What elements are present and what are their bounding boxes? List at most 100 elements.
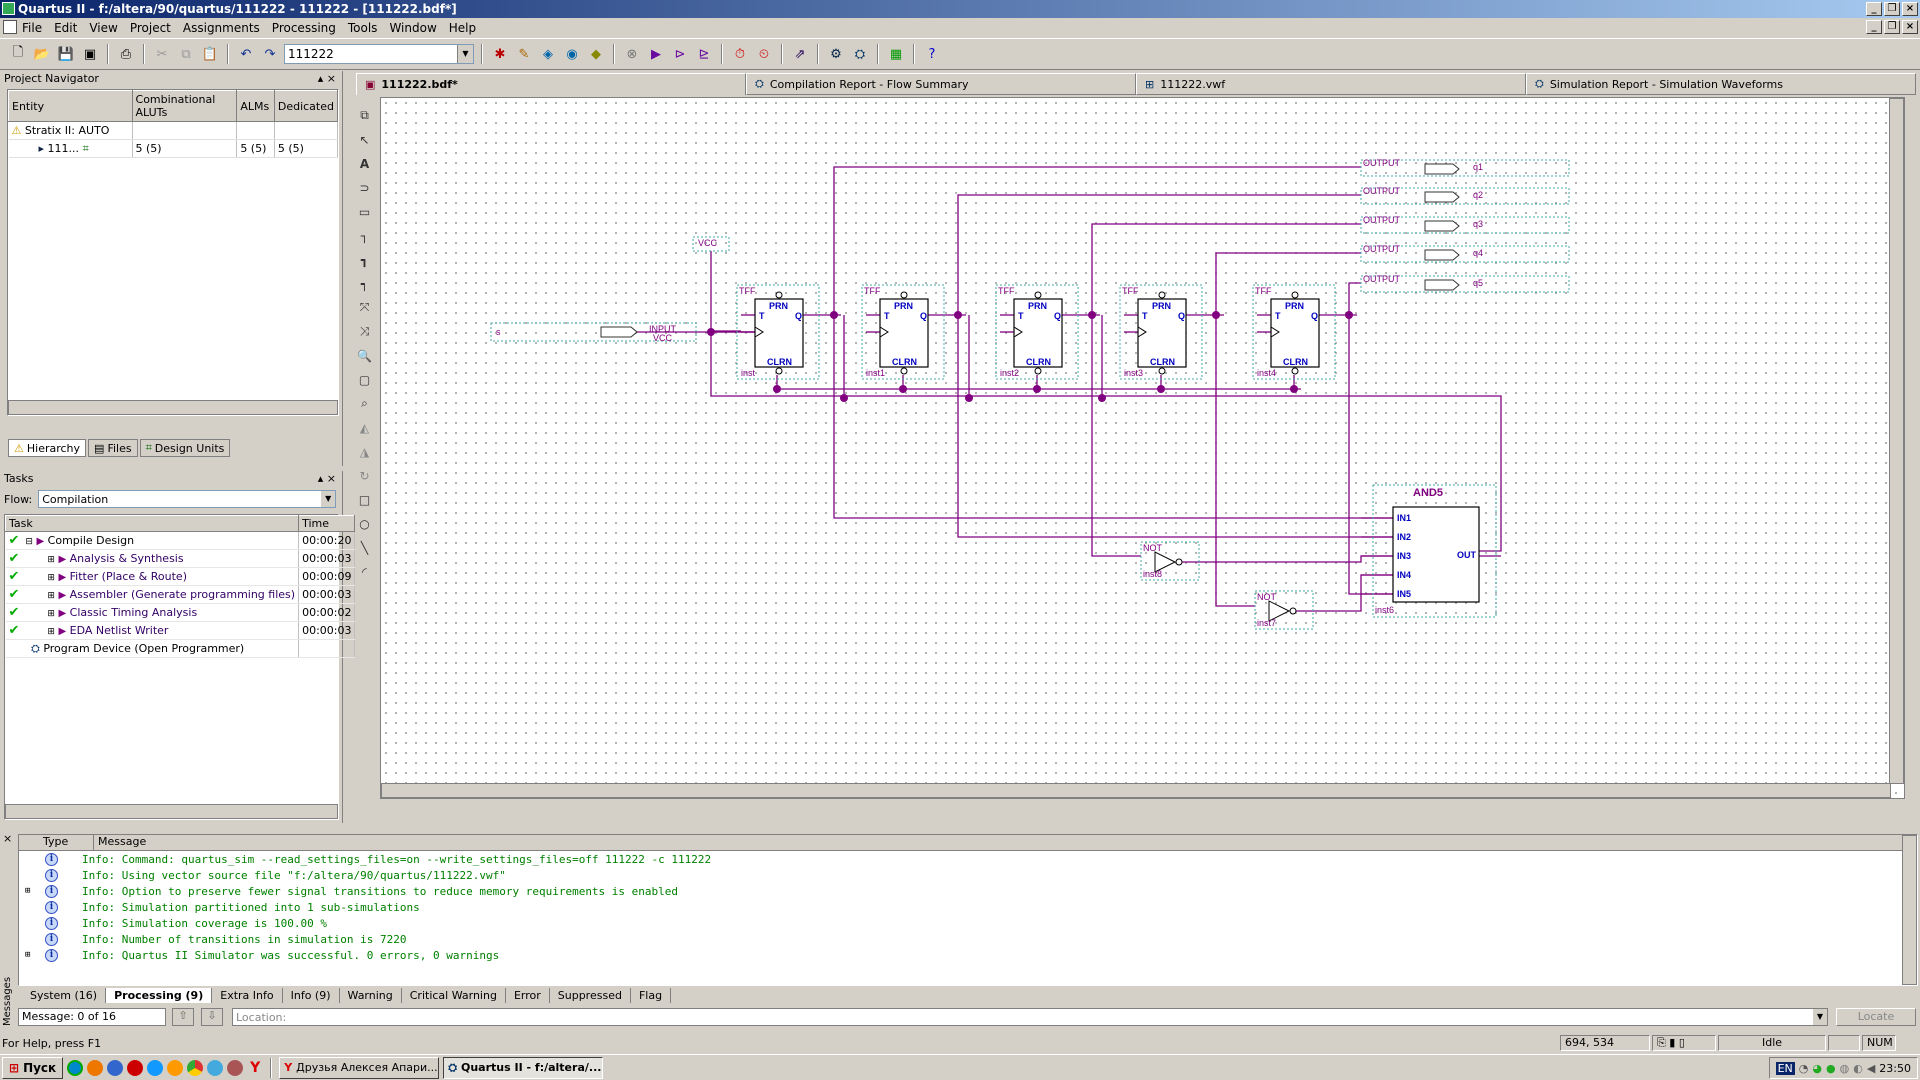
detach-window-icon[interactable]: ⧉ — [360, 108, 369, 122]
menu-processing[interactable]: Processing — [271, 20, 336, 35]
start-button[interactable]: ⊞Пуск — [2, 1056, 64, 1079]
symbol-tool-icon[interactable]: ⊃ — [359, 180, 370, 195]
antivirus-icon[interactable]: ● — [1826, 1061, 1836, 1075]
firefox-icon[interactable] — [87, 1059, 104, 1076]
skype-icon[interactable] — [67, 1059, 84, 1076]
task-row[interactable]: ✔⊞ ▶ Assembler (Generate programming fil… — [5, 585, 356, 604]
tff-block[interactable] — [995, 284, 1079, 380]
output-pin[interactable] — [1360, 216, 1570, 234]
tff-block[interactable] — [736, 284, 820, 380]
restore-button[interactable]: ❐ — [1884, 2, 1900, 16]
col-entity[interactable]: Entity — [8, 90, 133, 122]
timequest-icon[interactable]: ⏲ — [758, 46, 770, 62]
programmer-icon[interactable]: ⛭ — [854, 46, 866, 62]
media-player-icon[interactable] — [167, 1059, 184, 1076]
doc-minimize-button[interactable]: _ — [1866, 20, 1882, 34]
message-tab[interactable]: Flag — [631, 988, 672, 1003]
location-field[interactable]: Location: ▼ — [232, 1008, 1828, 1026]
hierarchy-tree[interactable]: Entity Combinational ALUTs ALMs Dedicate… — [7, 89, 339, 416]
vcc-symbol[interactable] — [692, 236, 730, 252]
col-message[interactable]: Message — [98, 835, 147, 848]
flow-select[interactable]: Compilation ▼ — [38, 490, 337, 508]
tff-block[interactable] — [1119, 284, 1203, 380]
menu-assignments[interactable]: Assignments — [182, 20, 260, 35]
rectangle-tool-icon[interactable]: □ — [358, 492, 371, 507]
compilation-report-icon[interactable]: ⚙ — [830, 46, 842, 62]
save-icon[interactable]: 💾 — [57, 46, 75, 62]
browser-icon[interactable] — [107, 1059, 124, 1076]
input-pin[interactable] — [490, 322, 697, 342]
message-tab[interactable]: Suppressed — [550, 988, 631, 1003]
horizontal-scrollbar[interactable] — [381, 783, 1891, 798]
menu-view[interactable]: View — [89, 20, 118, 35]
output-pin[interactable] — [1360, 245, 1570, 263]
menu-window[interactable]: Window — [389, 20, 437, 35]
tray-icon[interactable]: ◐ — [1853, 1061, 1863, 1075]
taskbar-quartus-window[interactable]: ⛭Quartus II - f:/altera/... — [443, 1056, 604, 1079]
stop-icon[interactable]: ⊗ — [626, 46, 638, 62]
output-pin[interactable] — [1360, 187, 1570, 205]
selection-tool-icon[interactable]: ↖ — [359, 132, 370, 147]
opera-icon[interactable] — [127, 1059, 144, 1076]
new-file-icon[interactable]: 🗋 — [12, 45, 24, 60]
chip-planner-icon[interactable]: ◈ — [543, 46, 553, 62]
flip-vertical-icon[interactable]: ◮ — [359, 444, 370, 459]
tab-simulation-report[interactable]: ⛭Simulation Report - Simulation Waveform… — [1526, 73, 1916, 95]
pin-planner-icon[interactable]: ✎ — [518, 46, 530, 62]
conduit-tool-icon[interactable]: ┑ — [360, 276, 369, 291]
chevron-down-icon[interactable]: ▼ — [457, 45, 473, 63]
expand-icon[interactable]: ⊞ — [25, 886, 31, 896]
menu-project[interactable]: Project — [129, 20, 171, 35]
previous-message-icon[interactable]: ⇧ — [172, 1008, 194, 1026]
message-tab[interactable]: Critical Warning — [402, 988, 506, 1003]
message-tab[interactable]: Warning — [340, 988, 402, 1003]
menu-help[interactable]: Help — [448, 20, 477, 35]
col-aluts[interactable]: Combinational ALUTs — [131, 90, 238, 122]
mail-icon[interactable] — [227, 1059, 244, 1076]
rotate-icon[interactable]: ↻ — [359, 468, 370, 483]
rubberbanding-icon[interactable]: ⤧ — [359, 300, 370, 314]
orthogonal-node-icon[interactable]: ┐ — [360, 228, 369, 243]
paste-icon[interactable]: 📋 — [201, 46, 219, 62]
next-message-icon[interactable]: ⇩ — [201, 1008, 223, 1026]
start-compilation-icon[interactable]: ▶ — [651, 46, 661, 62]
horizontal-scrollbar[interactable] — [8, 400, 338, 415]
panel-close-icon[interactable]: ▴ × — [317, 472, 336, 485]
flip-horizontal-icon[interactable]: ◭ — [359, 420, 370, 435]
table-row[interactable]: ▸ 111... ⌗ 5 (5) 5 (5) 5 (5) — [8, 139, 339, 158]
tff-block[interactable] — [1252, 284, 1336, 380]
start-simulation-icon[interactable]: ⇗ — [794, 46, 806, 62]
arc-tool-icon[interactable]: ◜ — [362, 564, 367, 579]
partial-line-icon[interactable]: ⤨ — [359, 324, 370, 338]
tab-compilation-report[interactable]: ⛭Compilation Report - Flow Summary — [746, 73, 1136, 95]
vertical-scrollbar[interactable] — [1889, 98, 1904, 784]
menu-file[interactable]: File — [22, 20, 43, 35]
save-all-icon[interactable]: ▣ — [83, 46, 97, 62]
expand-icon[interactable]: ⊞ — [47, 591, 55, 601]
message-tab[interactable]: Extra Info — [212, 988, 283, 1003]
menu-edit[interactable]: Edit — [54, 20, 78, 35]
doc-restore-button[interactable]: ❐ — [1884, 20, 1900, 34]
open-file-icon[interactable]: 📂 — [33, 46, 51, 62]
locate-button[interactable]: Locate — [1836, 1008, 1916, 1026]
tff-block[interactable] — [861, 284, 945, 380]
app-icon[interactable] — [207, 1059, 224, 1076]
tray-icon[interactable]: ◍ — [1839, 1061, 1850, 1075]
find-icon[interactable]: ⌕ — [361, 396, 368, 410]
fullscreen-icon[interactable]: ▢ — [358, 372, 371, 387]
cut-icon[interactable]: ✂ — [156, 46, 168, 62]
close-button[interactable]: × — [1902, 2, 1918, 16]
close-icon[interactable]: × — [3, 832, 13, 845]
yandex-icon[interactable]: Y — [250, 1059, 261, 1076]
